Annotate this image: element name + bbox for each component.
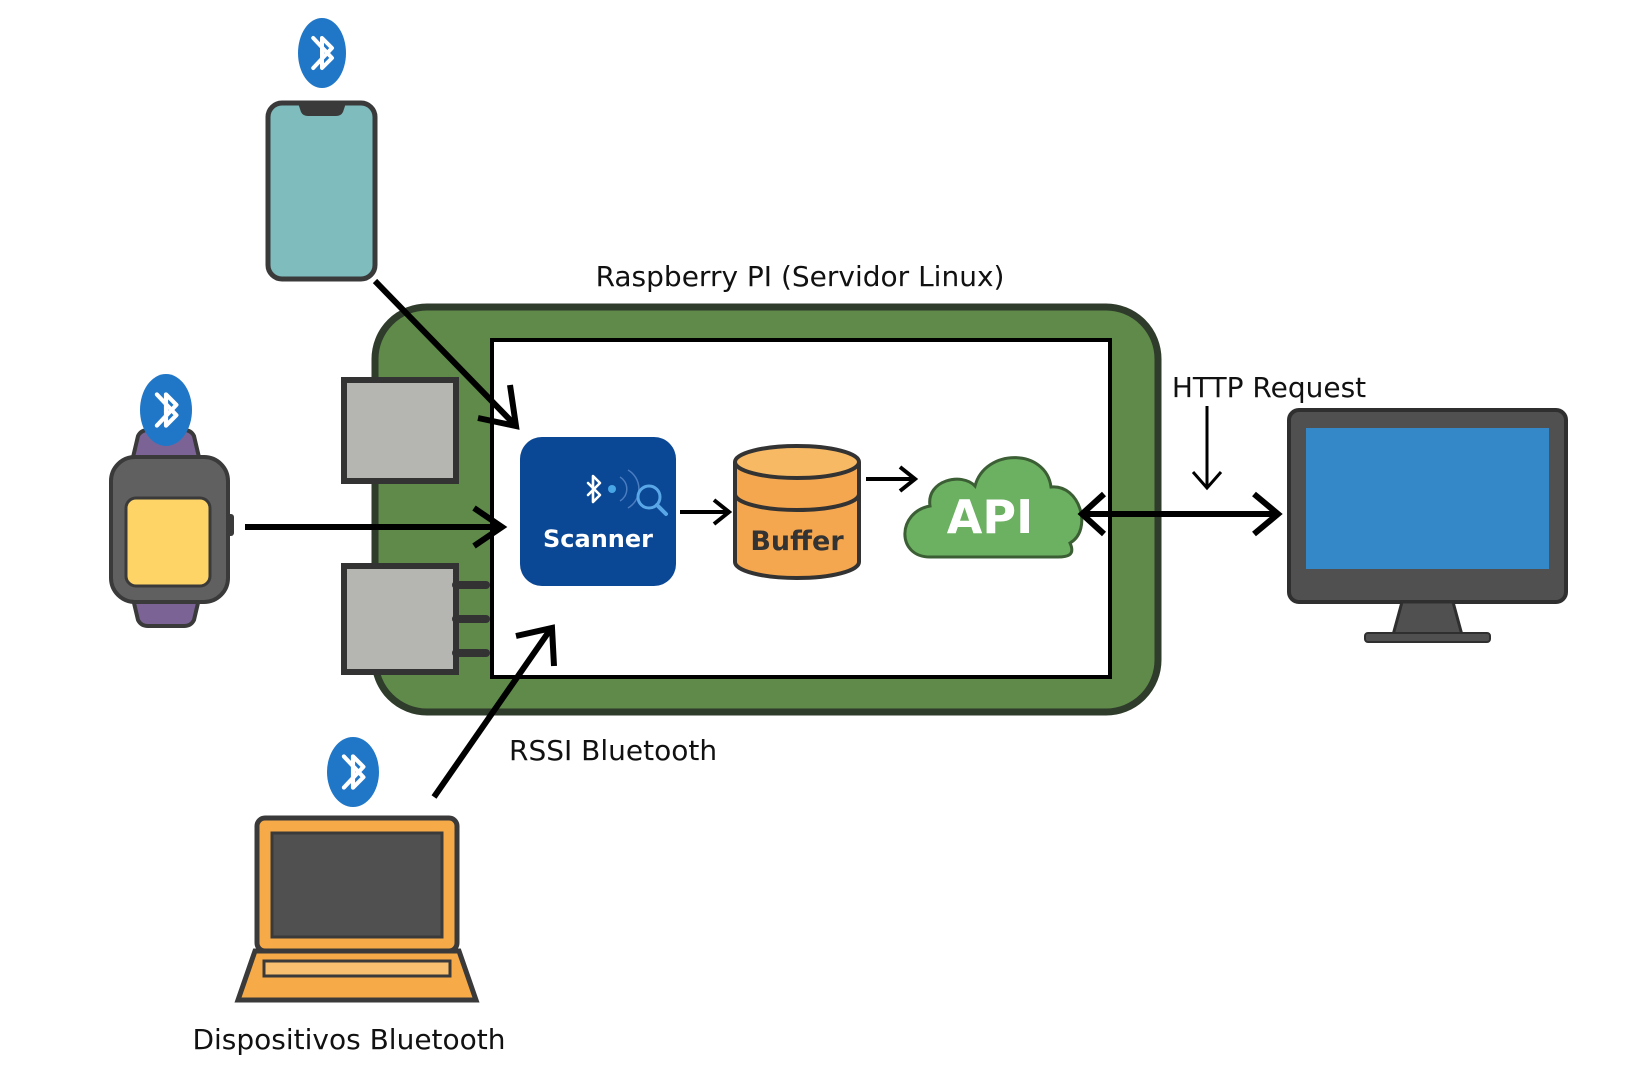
bluetooth-icon xyxy=(298,18,346,88)
rssi-label: RSSI Bluetooth xyxy=(509,734,717,767)
database-icon: Buffer xyxy=(733,444,861,580)
laptop-to-scanner-arrow xyxy=(431,624,557,799)
phone-to-scanner-arrow xyxy=(372,278,520,430)
api-label: API xyxy=(947,490,1033,544)
laptop-icon xyxy=(234,815,480,1003)
watch-to-scanner-arrow xyxy=(245,505,508,549)
raspberry-label: Raspberry PI (Servidor Linux) xyxy=(596,260,1005,293)
smartphone-icon xyxy=(265,100,378,282)
devices-label: Dispositivos Bluetooth xyxy=(192,1023,505,1056)
buffer-to-api-arrow xyxy=(866,465,919,493)
monitor-icon xyxy=(1287,408,1568,643)
buffer-label: Buffer xyxy=(750,526,844,557)
smartwatch-icon xyxy=(109,428,234,628)
scanner-label: Scanner xyxy=(543,525,653,553)
http-request-label: HTTP Request xyxy=(1172,371,1366,404)
bluetooth-icon xyxy=(140,374,192,446)
api-monitor-bidirectional-arrow xyxy=(1077,491,1283,537)
scanner-to-buffer-arrow xyxy=(680,498,733,526)
scanner-icon: Scanner xyxy=(520,437,676,586)
bluetooth-icon xyxy=(327,737,379,807)
cloud-icon: API xyxy=(903,456,1084,559)
http-request-arrow xyxy=(1191,406,1223,491)
